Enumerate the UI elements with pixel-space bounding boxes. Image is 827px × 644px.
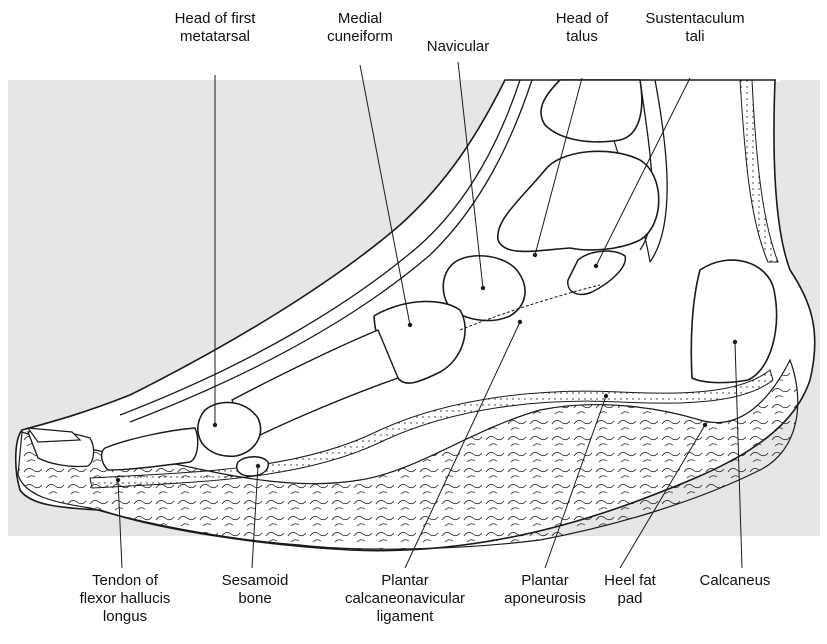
- label-plantar-aponeurosis: Plantar aponeurosis: [490, 572, 600, 608]
- label-head-of-talus: Head of talus: [532, 10, 632, 46]
- label-head-first-metatarsal: Head of first metatarsal: [150, 10, 280, 46]
- label-heel-fat-pad: Heel fat pad: [590, 572, 670, 608]
- label-sesamoid-bone: Sesamoid bone: [200, 572, 310, 608]
- first-metatarsal-head: [198, 402, 261, 456]
- label-plantar-calcaneonavicular: Plantar calcaneonavicular ligament: [330, 572, 480, 626]
- label-navicular: Navicular: [408, 38, 508, 56]
- label-calcaneus: Calcaneus: [680, 572, 790, 590]
- label-sustentaculum-tali: Sustentaculum tali: [630, 10, 760, 46]
- label-tendon-fhl: Tendon of flexor hallucis longus: [60, 572, 190, 626]
- tibia: [541, 80, 642, 142]
- label-medial-cuneiform: Medial cuneiform: [300, 10, 420, 46]
- sesamoid-bone: [237, 457, 269, 476]
- calcaneus-bone: [691, 260, 776, 383]
